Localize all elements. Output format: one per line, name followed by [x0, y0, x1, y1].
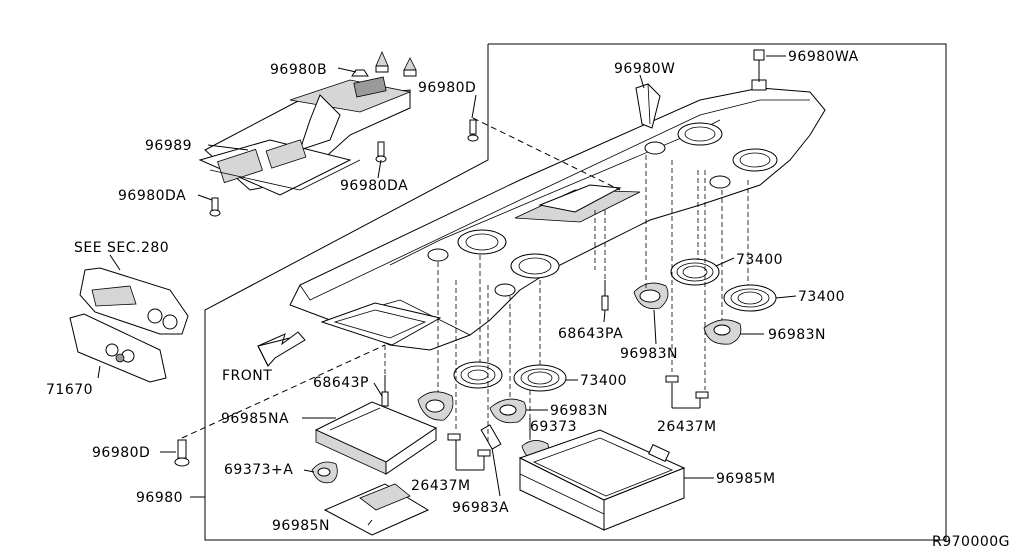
front-arrow — [257, 331, 306, 367]
label-96980: 96980 — [136, 490, 183, 506]
bulb-96983A — [480, 424, 502, 450]
overhead-console-body — [289, 79, 826, 351]
switch-69373A — [311, 461, 338, 484]
screw-96980DA-left — [209, 197, 221, 217]
label-96985M: 96985M — [716, 471, 776, 487]
screw-96980DA-mid — [375, 141, 387, 163]
panel-sec280 — [79, 267, 189, 335]
connector-26437M-b — [447, 433, 491, 457]
ring-73400-b — [723, 284, 777, 312]
label-96980DA-left: 96980DA — [118, 188, 186, 204]
ring-73400-c — [453, 361, 567, 392]
reference-note: SEE SEC.280 — [74, 240, 169, 256]
lamp-96983N-b — [703, 319, 742, 345]
label-73400-b: 73400 — [798, 289, 845, 305]
label-96980B: 96980B — [270, 62, 327, 78]
label-69373: 69373 — [530, 419, 577, 435]
lamp-96983N-c — [489, 398, 527, 424]
label-71670: 71670 — [46, 382, 93, 398]
screw-96980D-top — [467, 119, 479, 142]
label-73400-c: 73400 — [580, 373, 627, 389]
assembly-frame — [204, 43, 947, 541]
storage-box-96985M — [518, 429, 686, 531]
label-96980WA: 96980WA — [788, 49, 859, 65]
connector-26437M-a — [665, 375, 709, 399]
label-96980D-bot: 96980D — [92, 445, 150, 461]
label-69373A: 69373+A — [224, 462, 293, 478]
assembly-dashed-lines — [181, 117, 749, 445]
front-label: FRONT — [222, 368, 272, 384]
label-96985NA: 96985NA — [221, 411, 289, 427]
label-26437M-a: 26437M — [657, 419, 717, 435]
bracket-96989 — [198, 76, 412, 196]
clip-96980WA — [753, 49, 765, 82]
clip-96980B — [351, 50, 417, 77]
part-labels: 96980B 96980D 96989 96980DA 96980DA 9698… — [46, 49, 1010, 550]
label-73400-a: 73400 — [736, 252, 783, 268]
panel-71670 — [69, 313, 167, 383]
label-26437M-b: 26437M — [411, 478, 471, 494]
label-96980W: 96980W — [614, 61, 675, 77]
diagram-code: R970000G — [932, 534, 1010, 550]
label-96980DA-mid: 96980DA — [340, 178, 408, 194]
lamp-96983N-a — [633, 282, 669, 310]
label-96983N-c: 96983N — [550, 403, 608, 419]
lens-tray-96985NA — [314, 401, 438, 475]
label-68643PA: 68643PA — [558, 326, 623, 342]
screw-96980D-bot — [174, 439, 190, 467]
label-96985N: 96985N — [272, 518, 330, 534]
lens-96985N — [323, 483, 430, 536]
label-96989: 96989 — [145, 138, 192, 154]
label-68643P: 68643P — [313, 375, 369, 391]
label-96980D-top: 96980D — [418, 80, 476, 96]
clip-68643P — [381, 375, 389, 407]
leader-lines — [97, 55, 797, 526]
ring-73400-a — [670, 258, 720, 286]
label-96983N-a: 96983N — [620, 346, 678, 362]
clip-68643PA — [601, 280, 609, 311]
bracket-96980W — [635, 83, 661, 129]
label-96983N-b: 96983N — [768, 327, 826, 343]
label-96983A: 96983A — [452, 500, 509, 516]
